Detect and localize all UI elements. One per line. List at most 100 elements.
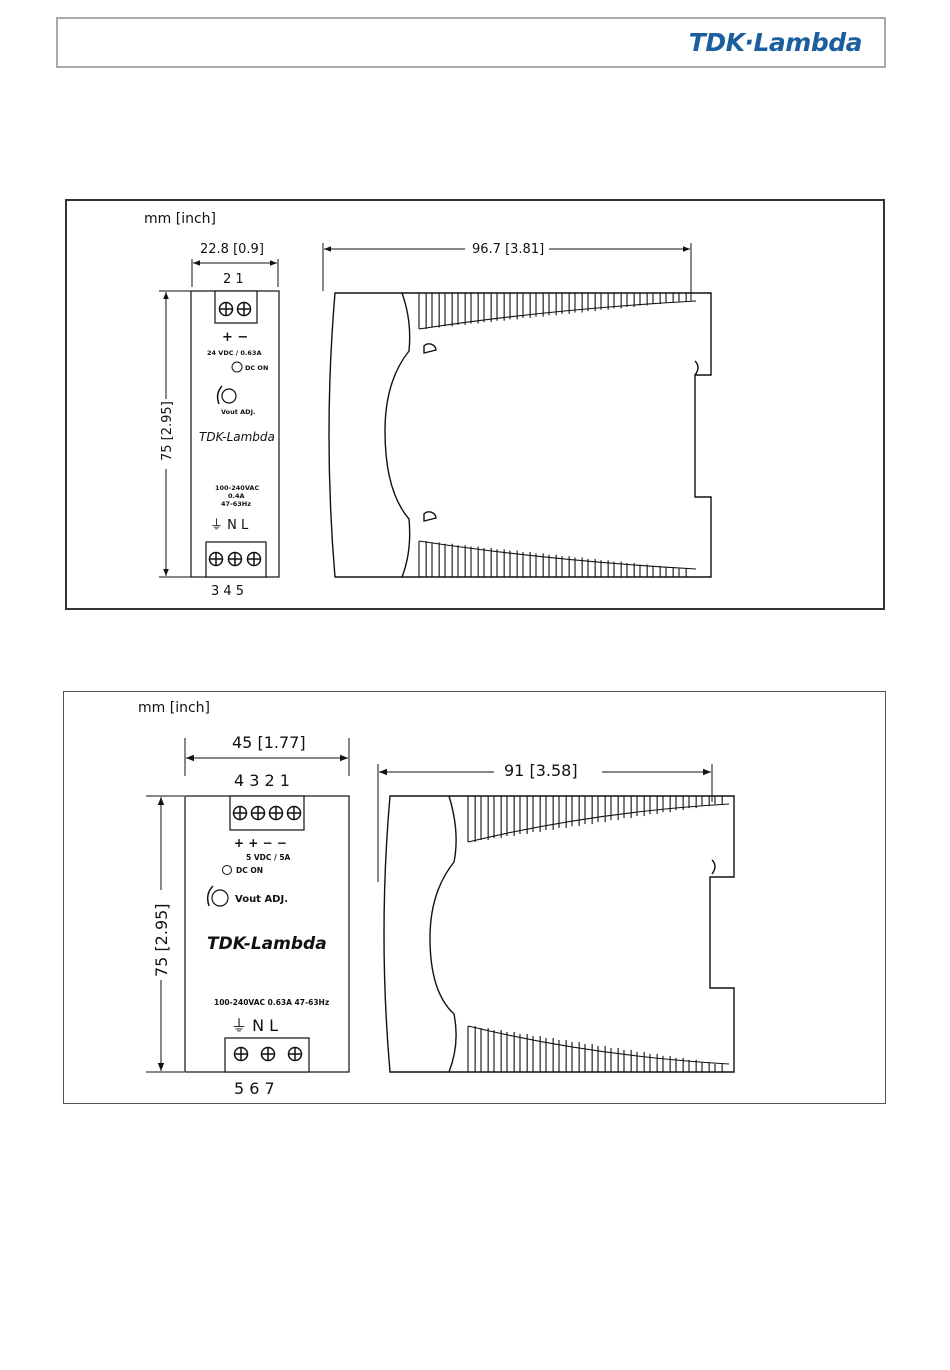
fin-bottom xyxy=(481,1028,488,1072)
fin-top xyxy=(585,796,592,824)
fin-bottom xyxy=(585,1044,592,1072)
input-screw-2-1 xyxy=(235,1048,248,1061)
input-terminal-labels-2: ⏚ N L xyxy=(231,1016,278,1035)
dc-on-led-2 xyxy=(223,866,232,875)
fin-bottom xyxy=(520,1034,527,1072)
fin-bottom xyxy=(624,1050,631,1072)
fin-bottom xyxy=(484,548,491,577)
fin-bottom xyxy=(666,567,673,577)
fin-bottom xyxy=(458,545,465,577)
height-dim-label-2: 75 [2.95] xyxy=(152,903,171,977)
fin-bottom xyxy=(663,1056,670,1072)
fin-bottom xyxy=(611,1048,618,1072)
vout-adj-label-2: Vout ADJ. xyxy=(235,894,288,905)
fin-top xyxy=(497,293,504,321)
logo-tdk: TDK xyxy=(689,28,745,57)
fin-top xyxy=(481,796,488,840)
tdk-lambda-logo: TDK·Lambda xyxy=(689,28,862,57)
fin-bottom xyxy=(572,1042,579,1072)
fin-top xyxy=(494,796,501,838)
fin-top xyxy=(484,293,491,322)
input-rating-2: 100-240VAC 0.63A 47-63Hz xyxy=(214,998,329,1007)
fin-bottom xyxy=(653,566,660,577)
side-view-fins-2 xyxy=(468,796,729,1072)
fin-top xyxy=(445,293,452,326)
input-current: 0.4A xyxy=(228,492,245,500)
units-label-2: mm [inch] xyxy=(138,700,210,716)
fin-top xyxy=(572,796,579,826)
fin-bottom xyxy=(510,551,517,577)
fin-bottom xyxy=(419,541,426,577)
fin-bottom xyxy=(471,547,478,577)
input-screw-2-3 xyxy=(289,1048,302,1061)
vout-adj-label: Vout ADJ. xyxy=(221,408,255,416)
fin-bottom xyxy=(468,1026,475,1072)
fin-top xyxy=(663,796,670,812)
fin-bottom xyxy=(507,1032,514,1072)
fin-top xyxy=(458,293,465,325)
fin-top xyxy=(419,293,426,329)
front-brand-2: TDK-Lambda xyxy=(207,934,327,954)
width-dim-label: 22.8 [0.9] xyxy=(200,242,264,257)
dc-on-label-2: DC ON xyxy=(236,866,263,875)
dc-on-led xyxy=(232,362,242,372)
fin-top xyxy=(507,796,514,836)
fin-top xyxy=(702,796,709,806)
input-screw-3 xyxy=(248,553,261,566)
polarity-label-2: + + − − xyxy=(234,836,287,850)
fin-bottom xyxy=(679,569,686,577)
input-voltage: 100-240VAC xyxy=(215,484,259,492)
output-rating: 24 VDC / 0.63A xyxy=(207,349,261,357)
output-screw-2-1 xyxy=(234,807,247,820)
fin-envelope-top xyxy=(419,301,696,329)
fin-top xyxy=(510,293,517,319)
fin-bottom xyxy=(432,542,439,577)
fin-top xyxy=(653,293,660,304)
fin-bottom xyxy=(598,1046,605,1072)
drawing-2-svg: mm [inch] 45 [1.77] 75 [2.95] 4 3 2 1 + … xyxy=(64,692,885,1103)
output-rating-2: 5 VDC / 5A xyxy=(246,853,291,862)
top-terminal-numbers: 2 1 xyxy=(223,272,244,287)
top-terminal-numbers-2: 4 3 2 1 xyxy=(234,771,290,790)
output-screw-2-3 xyxy=(270,807,283,820)
fin-top xyxy=(520,796,527,834)
fin-bottom xyxy=(497,549,504,577)
fin-bottom xyxy=(494,1030,501,1072)
fin-top xyxy=(715,796,722,804)
fin-top xyxy=(679,293,686,301)
fin-top xyxy=(650,796,657,814)
fin-envelope-bottom xyxy=(419,541,696,569)
dimension-drawing-2: mm [inch] 45 [1.77] 75 [2.95] 4 3 2 1 + … xyxy=(63,691,886,1104)
dimension-drawing-1: mm [inch] 22.8 [0.9] 75 [2.95] 2 1 + − 2… xyxy=(65,199,885,610)
front-brand: TDK-Lambda xyxy=(199,430,275,444)
fin-top xyxy=(471,293,478,323)
width-dim-label-2: 45 [1.77] xyxy=(232,733,306,752)
fin-top xyxy=(637,796,644,816)
fin-bottom xyxy=(650,1054,657,1072)
fin-bottom xyxy=(715,1064,722,1072)
input-frequency: 47-63Hz xyxy=(221,500,251,508)
input-screw-2-2 xyxy=(262,1048,275,1061)
fin-top xyxy=(432,293,439,328)
drawing-1-svg: mm [inch] 22.8 [0.9] 75 [2.95] 2 1 + − 2… xyxy=(67,201,885,610)
height-dim-label: 75 [2.95] xyxy=(160,401,175,461)
input-screw-1 xyxy=(210,553,223,566)
logo-lambda: Lambda xyxy=(753,28,862,57)
fin-top xyxy=(666,293,673,303)
input-terminal-labels: ⏚ N L xyxy=(210,518,249,533)
output-screw-1 xyxy=(220,303,233,316)
fin-top xyxy=(468,796,475,842)
side-view-fins xyxy=(419,293,696,577)
output-screw-2 xyxy=(238,303,251,316)
output-screw-2-2 xyxy=(252,807,265,820)
side-view-housing xyxy=(329,293,711,577)
output-screw-2-4 xyxy=(288,807,301,820)
polarity-label: + − xyxy=(222,330,248,345)
bottom-terminal-numbers-2: 5 6 7 xyxy=(234,1079,275,1098)
depth-dim-label: 96.7 [3.81] xyxy=(472,242,544,257)
input-screw-2 xyxy=(229,553,242,566)
fin-top xyxy=(624,796,631,818)
vout-adj-pot-2 xyxy=(212,890,228,906)
fin-bottom xyxy=(637,1052,644,1072)
units-label: mm [inch] xyxy=(144,211,216,227)
